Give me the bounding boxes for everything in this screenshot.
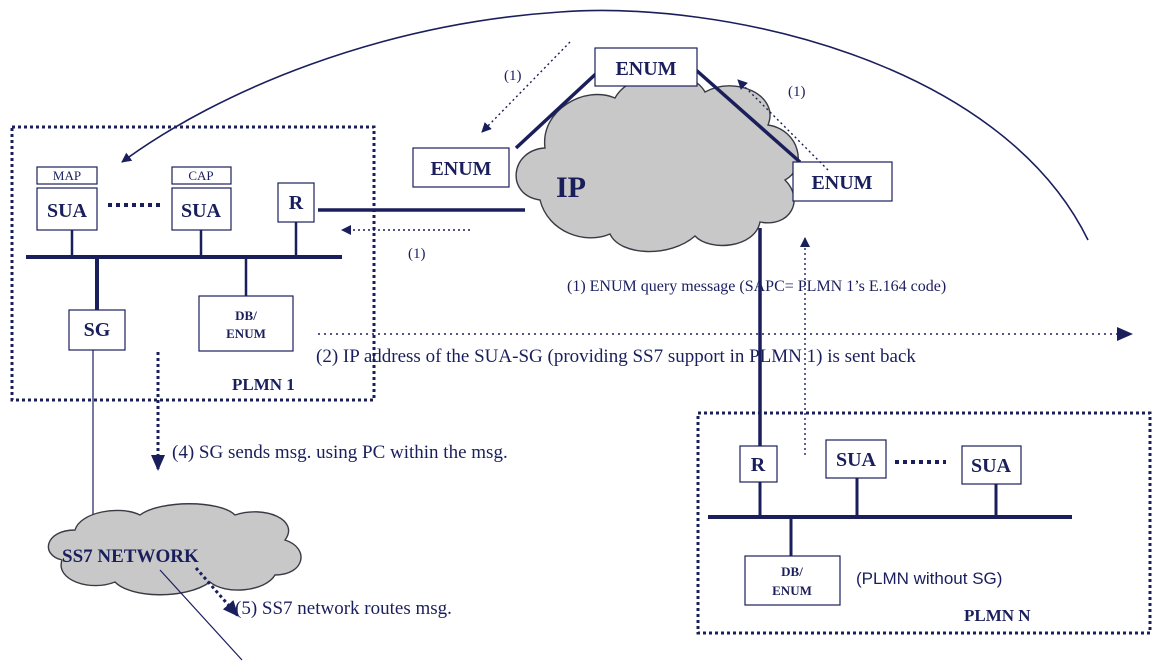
plmnN-note: (PLMN without SG): [856, 569, 1002, 588]
step1-arrow-top-right: [737, 79, 829, 171]
sg-label: SG: [84, 319, 111, 341]
enum-top-right-link: [694, 68, 802, 164]
ss7-out-line: [159, 569, 243, 661]
plmn1-sua-right-box: [171, 187, 232, 231]
plmn1-sua-left-box: [36, 187, 98, 231]
step5-label: (5) SS7 network routes msg.: [235, 598, 452, 619]
step1-arrow-top-left: [481, 41, 571, 133]
plmnN-sua-right-box: [961, 445, 1022, 485]
plmnN-db-line1: DB/: [781, 564, 803, 579]
plmn1-router-label: R: [289, 192, 304, 214]
enum-top-label: ENUM: [615, 58, 676, 80]
ss7-cloud-label: SS7 NETWORK: [62, 546, 199, 567]
enum-right-label: ENUM: [811, 172, 872, 194]
step1-label-top-left: (1): [504, 68, 522, 84]
step2-label: (2) IP address of the SUA-SG (providing …: [316, 346, 916, 367]
plmnN-sua-left-box: [825, 439, 887, 479]
plmnN-router-label: R: [751, 454, 766, 476]
enum-left-box: [412, 147, 510, 188]
plmn1-boundary: [10, 125, 376, 402]
plmn1-sua-left-label: SUA: [47, 200, 88, 222]
plmn1-db-line1: DB/: [235, 308, 257, 323]
map-box: [36, 166, 98, 185]
ss7-cloud: [47, 503, 302, 596]
ip-cloud-label: IP: [556, 171, 586, 204]
plmnN-db-line2: ENUM: [772, 583, 812, 598]
cap-label: CAP: [188, 168, 213, 183]
plmnN-router-box: [739, 445, 778, 483]
step1-caption: (1) ENUM query message (SAPC= PLMN 1’s E…: [567, 278, 946, 295]
map-label: MAP: [53, 168, 81, 183]
plmnN-sua-right-label: SUA: [971, 455, 1012, 477]
plmnN-sua-left-label: SUA: [836, 449, 877, 471]
enum-top-box: [594, 47, 698, 87]
enum-right-box: [792, 161, 893, 202]
plmn1-sua-right-label: SUA: [181, 200, 222, 222]
plmn1-router-box: [277, 182, 315, 223]
plmnN-db-box: [744, 555, 841, 606]
step1-label-router: (1): [408, 246, 426, 262]
return-arc: [121, 9, 1089, 241]
sg-box: [68, 309, 126, 351]
plmn1-db-line2: ENUM: [226, 326, 266, 341]
step4-label: (4) SG sends msg. using PC within the ms…: [172, 442, 508, 463]
plmn1-db-box: [198, 295, 294, 352]
step5-arrow: [194, 567, 240, 617]
ip-cloud: [515, 73, 799, 253]
cap-box: [171, 166, 232, 185]
enum-top-left-link: [514, 68, 602, 150]
plmn1-title: PLMN 1: [232, 375, 295, 394]
plmnN-title: PLMN N: [964, 606, 1031, 625]
enum-left-label: ENUM: [430, 158, 491, 180]
step1-label-top-right: (1): [788, 84, 806, 100]
